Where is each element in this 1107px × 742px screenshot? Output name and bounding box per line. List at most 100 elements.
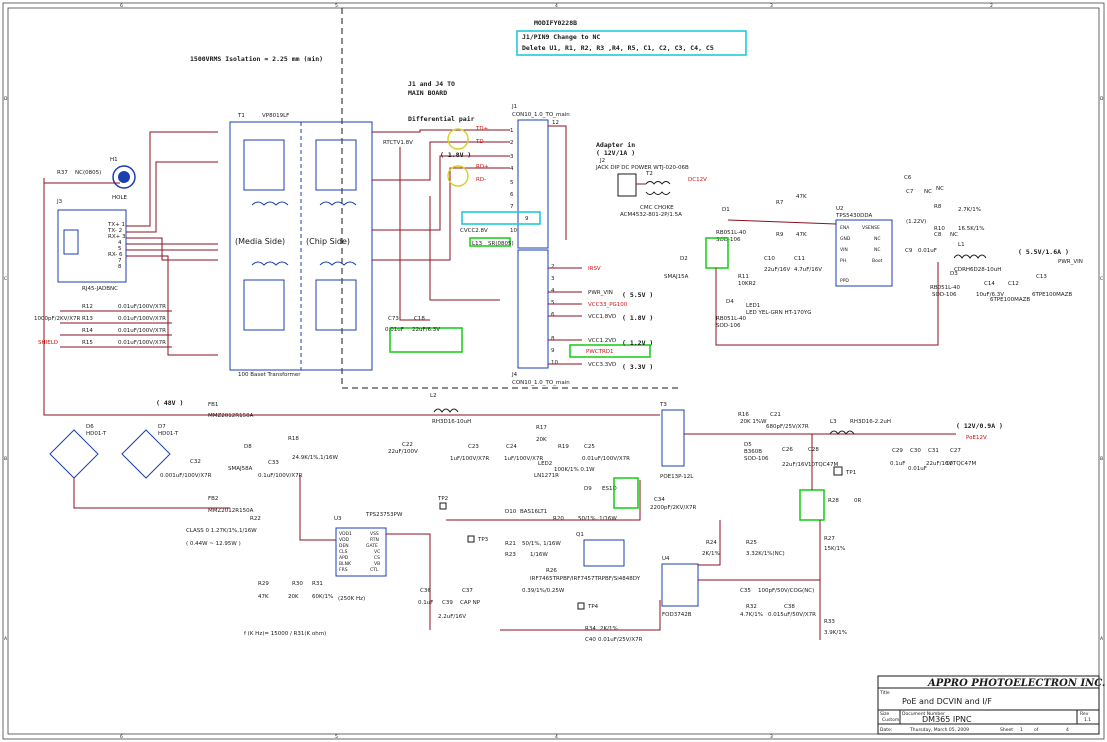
j1-pin: 12 (552, 120, 559, 126)
wire (126, 255, 218, 356)
r19-ref: R19 (558, 444, 569, 450)
bridge-rectifier-d7 (121, 429, 171, 479)
dc-jack (617, 173, 637, 197)
d1-value: RB051L-40 (716, 230, 747, 236)
frame-mark: 4 (555, 3, 558, 9)
frame-mark: 3 (770, 734, 773, 740)
d8-ref: D8 (244, 444, 252, 450)
d3-package: SOD-106 (932, 292, 957, 298)
u2-pin: GND (840, 236, 851, 242)
c36-ref: C36 (420, 588, 431, 594)
j3-pin: 7 (118, 258, 122, 264)
wire (126, 237, 218, 261)
tx-cap-value: 0.01uF/100V/X7R (118, 340, 166, 346)
r27-value: 15K/1% (824, 546, 845, 552)
r30-value: 20K (288, 594, 299, 600)
fb2-ref: FB2 (208, 496, 218, 502)
d9-highlight (613, 477, 639, 509)
tp2-label: TP2 (437, 496, 448, 502)
frame-mark: 2 (990, 3, 993, 9)
u3-pin: CTL (370, 567, 379, 573)
sheet-number: 1 (1020, 727, 1023, 733)
c38-value: 0.015uF/50V/X7R (768, 612, 816, 618)
j1-pin: 3 (510, 154, 514, 160)
u3-pin: CS (374, 555, 380, 561)
c21-value: 680pF/25V/X7R (766, 424, 809, 430)
date-label: Date: (880, 727, 892, 733)
rail-5v5-out: ( 5.5V/1.6A ) (1018, 248, 1069, 256)
r9-ref: R9 (776, 232, 784, 238)
test-point (833, 466, 843, 476)
c39-ref: C39 (442, 600, 453, 606)
j1-pin: 1 (510, 128, 514, 134)
mounting-hole-core (118, 171, 130, 183)
u2-pin: NC (874, 247, 881, 253)
freq-khz: (250K Hz) (338, 596, 365, 602)
r8-value: 2.7K/1% (958, 207, 981, 213)
r32-ref: R32 (746, 604, 757, 610)
r14-ref: R14 (82, 328, 93, 334)
inductor-l3 (829, 430, 855, 435)
d9-ref: D9 (584, 486, 592, 492)
c14-ref: C14 (984, 281, 995, 287)
r18-ref: R18 (288, 436, 299, 442)
tx-cap-value: 0.01uF/100V/X7R (118, 304, 166, 310)
u2-pin: PH (840, 258, 846, 264)
c31-ref: C31 (928, 448, 939, 454)
l2-value: RH3D16-10uH (432, 419, 471, 425)
title-block-frame (877, 675, 1100, 735)
u3-pin: VSS (370, 531, 379, 537)
modify-change-1: J1/PIN9 Change to NC (522, 33, 600, 41)
r28-value: 0R (854, 498, 861, 504)
c18-value: 22uF/6.3V (412, 327, 440, 333)
c30-ref: C30 (910, 448, 921, 454)
frame-mark: B (4, 456, 7, 462)
r33-ref: R33 (824, 619, 835, 625)
q1-part: IRF7465TRPBF/IRF7457TRPBF/Si4848DY (530, 576, 641, 582)
l3-ref: L3 (830, 419, 837, 425)
h1-ref: H1 (110, 157, 118, 163)
frame-mark: 4 (555, 734, 558, 740)
inductor-l1 (953, 254, 987, 259)
connector-j1 (517, 119, 549, 249)
d10-ref: D10 (505, 509, 517, 515)
r28-highlight (799, 489, 825, 521)
freq-note: f (K Hz)= 15000 / R31(K ohm) (244, 631, 326, 637)
sheet-label: Sheet (1000, 727, 1013, 733)
coil-winding (251, 261, 357, 266)
r25-value: 3.32K/1%(NC) (746, 551, 785, 557)
d6-ref: D6 (86, 424, 94, 430)
j2-ref: J2 (599, 158, 605, 164)
hole-label: HOLE (112, 195, 128, 201)
mosfet-q1 (583, 539, 625, 567)
r23-value: 1/16W (530, 552, 548, 558)
wire (727, 219, 837, 225)
j1-part: CON10_1.0_TO_main (512, 112, 570, 118)
td-plus-net: TD+ (475, 126, 489, 132)
r7-ref: R7 (776, 200, 784, 206)
r21-value: 50/1%, 1/16W (522, 541, 561, 547)
j4-pin: 4 (551, 288, 555, 294)
td-minus-net: TD- (475, 139, 486, 145)
rd-minus-net: RD- (476, 177, 486, 183)
j4-ref: J4 (511, 372, 518, 378)
optocoupler-u4 (661, 563, 699, 607)
wire (500, 600, 661, 631)
c23-ref: C23 (468, 444, 479, 450)
u3-pin: DEN (339, 543, 349, 549)
c18-highlight (389, 327, 463, 353)
c8-ref: C8 (934, 232, 942, 238)
wire (43, 310, 230, 416)
j4-pin: 9 (551, 348, 555, 354)
r16-value: 20K 1%W (740, 419, 767, 425)
r34-value: 2K/1% (600, 626, 618, 632)
c22-value: 22uF/100V (388, 449, 418, 455)
r19-value: 100K/1% 0.1W (554, 467, 595, 473)
d2-ref: D2 (680, 256, 688, 262)
r25-ref: R25 (746, 540, 757, 546)
u3-pin: RTN (370, 537, 379, 543)
c7-ref: C7 (906, 189, 914, 195)
c33-ref: C33 (268, 460, 279, 466)
frame-mark: C (1100, 276, 1103, 282)
